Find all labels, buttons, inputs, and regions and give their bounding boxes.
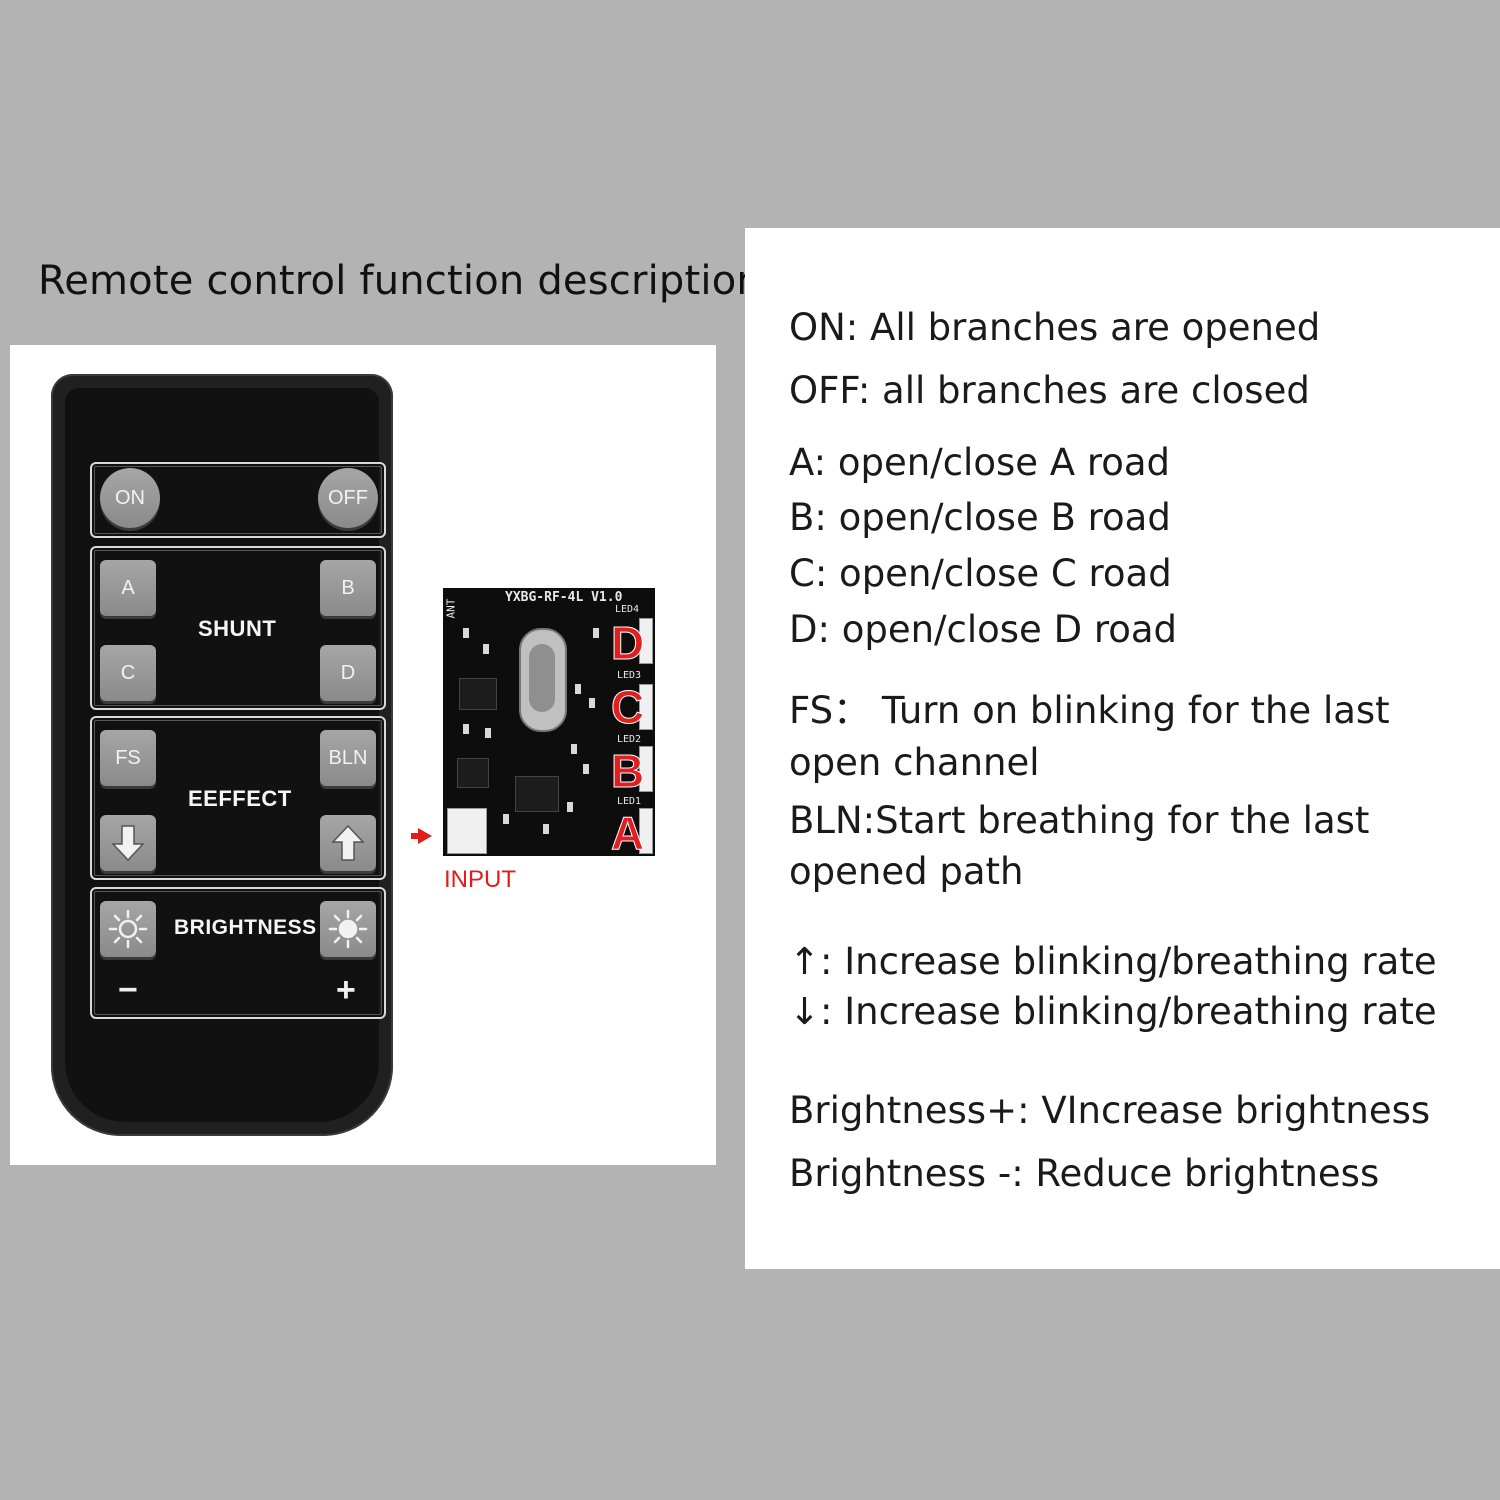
smd-component xyxy=(575,684,581,694)
input-label: INPUT xyxy=(444,866,516,893)
channel-letter-d: D xyxy=(610,617,645,670)
a-button[interactable]: A xyxy=(100,560,156,616)
ic-chip xyxy=(515,776,559,812)
sun-icon xyxy=(328,909,368,949)
led-connector xyxy=(639,746,653,792)
desc-brightness-plus: Brightness+: VIncrease brightness xyxy=(789,1089,1431,1132)
desc-down: ↓: Increase blinking/breathing rate xyxy=(789,990,1437,1033)
description-panel xyxy=(745,228,1500,1269)
led-connector xyxy=(639,684,653,730)
arrow-up-icon xyxy=(331,824,365,861)
effect-label: EEFFECT xyxy=(188,786,292,811)
desc-up: ↑: Increase blinking/breathing rate xyxy=(789,940,1437,983)
desc-on: ON: All branches are opened xyxy=(789,306,1321,349)
channel-letter-c: C xyxy=(610,681,645,734)
desc-brightness-minus: Brightness -: Reduce brightness xyxy=(789,1152,1380,1195)
shunt-group: A B SHUNT C D xyxy=(90,546,386,710)
smd-component xyxy=(463,724,469,734)
desc-fs-line2: open channel xyxy=(789,741,1040,784)
smd-component xyxy=(463,628,469,638)
desc-d: D: open/close D road xyxy=(789,608,1178,651)
down-button[interactable] xyxy=(100,815,156,871)
on-button[interactable]: ON xyxy=(100,468,160,528)
led-connector xyxy=(639,808,653,854)
desc-bln-line1: BLN:Start breathing for the last xyxy=(789,799,1370,842)
effect-group: FS BLN EEFFECT xyxy=(90,716,386,880)
remote-control: ON OFF A B SHUNT C D FS BLN EEFFECT xyxy=(51,374,393,1136)
up-button[interactable] xyxy=(320,815,376,871)
plus-sign: + xyxy=(336,971,356,1009)
sun-icon xyxy=(108,909,148,949)
led-connector xyxy=(639,618,653,664)
off-button[interactable]: OFF xyxy=(318,468,378,528)
smd-component xyxy=(485,728,491,738)
smd-component xyxy=(483,644,489,654)
input-arrow-icon xyxy=(418,828,432,844)
fs-button[interactable]: FS xyxy=(100,730,156,786)
arrow-down-icon xyxy=(111,825,145,862)
smd-component xyxy=(593,628,599,638)
antenna-label: ANT xyxy=(444,598,458,619)
shunt-label: SHUNT xyxy=(198,616,277,641)
led1-label: LED1 xyxy=(617,796,642,807)
channel-letter-b: B xyxy=(610,745,645,798)
receiver-board: YXBG-RF-4L V1.0 ANT LED4 LED3 LED2 LED1 … xyxy=(443,588,655,860)
smd-component xyxy=(589,698,595,708)
desc-bln-line2: opened path xyxy=(789,850,1024,893)
board-model: YXBG-RF-4L V1.0 xyxy=(505,590,623,605)
smd-component xyxy=(567,802,573,812)
smd-component xyxy=(583,764,589,774)
led2-label: LED2 xyxy=(617,734,642,745)
d-button[interactable]: D xyxy=(320,645,376,701)
bln-button[interactable]: BLN xyxy=(320,730,376,786)
b-button[interactable]: B xyxy=(320,560,376,616)
desc-a: A: open/close A road xyxy=(789,441,1171,484)
remote-face: ON OFF A B SHUNT C D FS BLN EEFFECT xyxy=(65,388,386,1122)
minus-sign: − xyxy=(118,971,138,1009)
led4-label: LED4 xyxy=(615,604,640,615)
channel-letter-a: A xyxy=(610,807,645,860)
smd-component xyxy=(503,814,509,824)
crystal-center xyxy=(529,644,555,712)
brightness-label: BRIGHTNESS xyxy=(174,916,317,939)
led3-label: LED3 xyxy=(617,670,642,681)
desc-fs-line1: FS： Turn on blinking for the last xyxy=(789,689,1390,732)
smd-component xyxy=(571,744,577,754)
brightness-plus-button[interactable] xyxy=(320,901,376,957)
input-arrow-tail xyxy=(411,833,420,839)
ic-chip xyxy=(459,678,497,710)
input-connector xyxy=(447,808,487,854)
brightness-group: BRIGHTNESS − + xyxy=(90,887,386,1019)
page-title: Remote control function description xyxy=(38,258,762,304)
power-group: ON OFF xyxy=(90,462,386,538)
desc-off: OFF: all branches are closed xyxy=(789,369,1310,412)
c-button[interactable]: C xyxy=(100,645,156,701)
brightness-minus-button[interactable] xyxy=(100,901,156,957)
ic-chip xyxy=(457,758,489,788)
desc-c: C: open/close C road xyxy=(789,552,1172,595)
smd-component xyxy=(543,824,549,834)
desc-b: B: open/close B road xyxy=(789,496,1171,539)
